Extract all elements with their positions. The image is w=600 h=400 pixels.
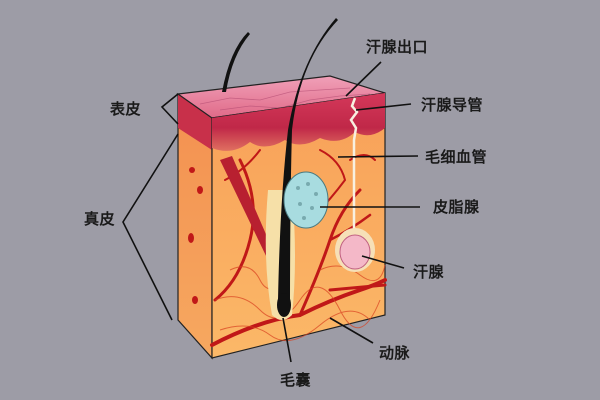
label-sweat-gland: 汗腺 xyxy=(413,263,445,281)
pointer-lines xyxy=(122,61,420,363)
sweat-duct xyxy=(349,97,359,230)
label-epidermis: 表皮 xyxy=(110,100,142,118)
skin-block-side xyxy=(177,92,213,360)
sweat-gland xyxy=(335,228,375,272)
arrector-muscle xyxy=(220,156,275,260)
label-sweat-pore: 汗腺出口 xyxy=(366,38,429,56)
label-hair-follicle: 毛囊 xyxy=(280,371,312,389)
label-artery: 动脉 xyxy=(379,344,411,362)
label-dermis: 真皮 xyxy=(84,210,116,228)
label-capillary: 毛细血管 xyxy=(425,148,488,166)
epidermis-layer xyxy=(212,93,385,151)
label-sebaceous-gland: 皮脂腺 xyxy=(433,198,480,216)
hair-short xyxy=(222,32,250,92)
label-sweat-duct: 汗腺导管 xyxy=(421,96,484,114)
hair-shaft xyxy=(278,18,338,313)
blood-vessels xyxy=(210,149,387,347)
sebaceous-gland xyxy=(283,171,329,229)
